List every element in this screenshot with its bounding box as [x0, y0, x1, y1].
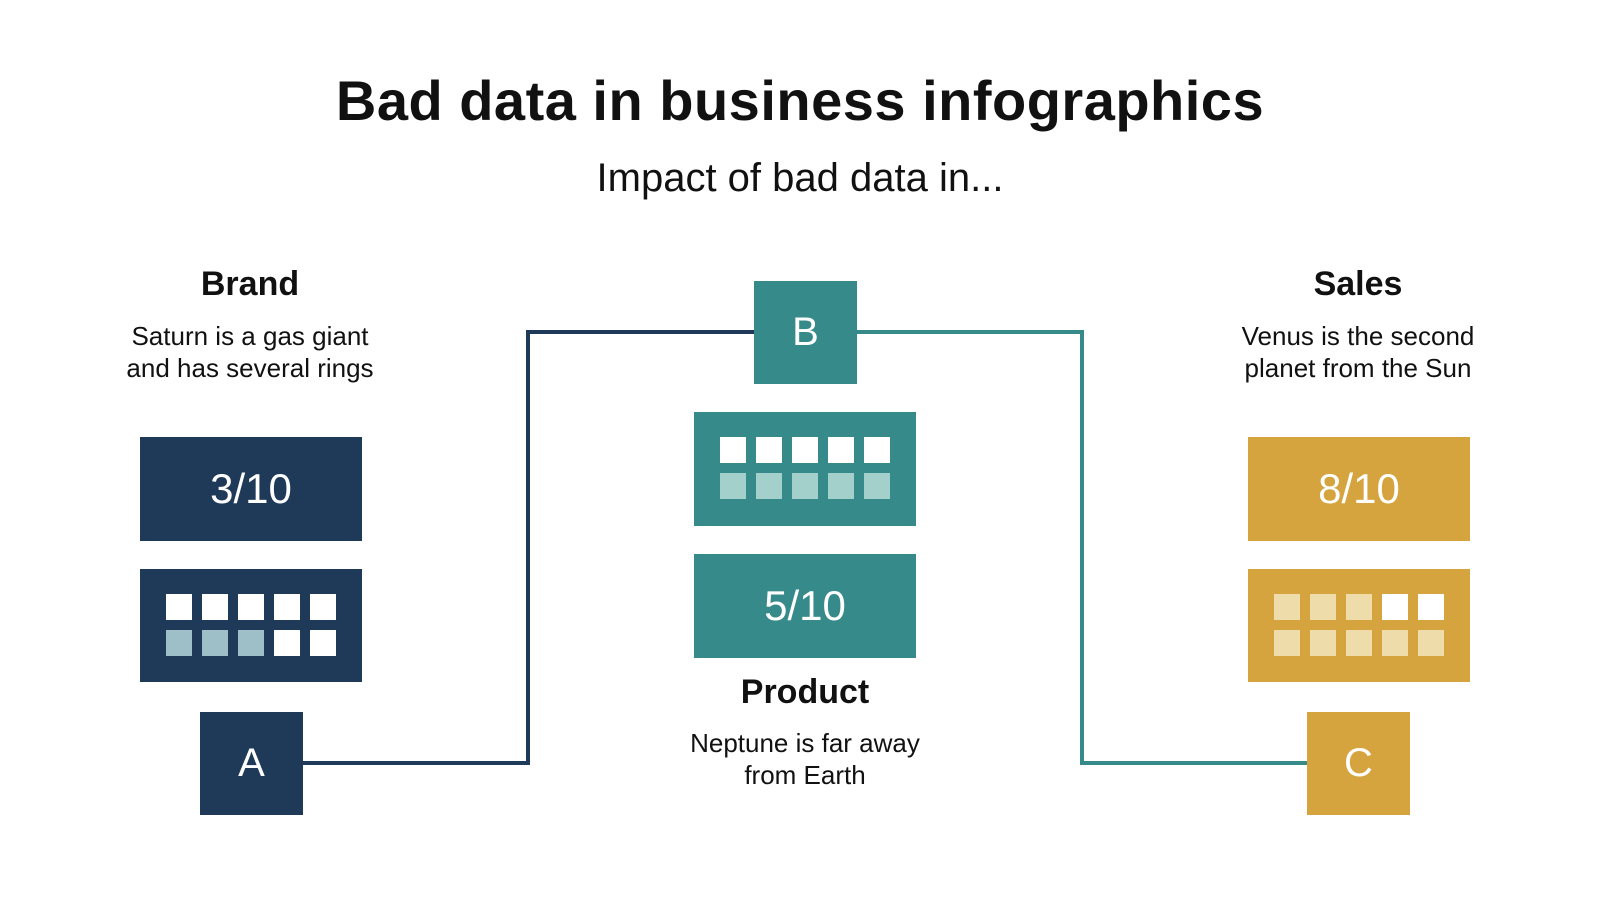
- brand-rating-cell: [274, 630, 300, 656]
- brand-rating-cell: [310, 630, 336, 656]
- sales-rating-cell: [1274, 630, 1300, 656]
- brand-rating-cell: [166, 630, 192, 656]
- brand-score-box: 3/10: [140, 437, 362, 541]
- brand-rating-cell: [310, 594, 336, 620]
- sales-rating-cell: [1382, 630, 1408, 656]
- product-rating-cell: [756, 437, 782, 463]
- sales-letter-box: C: [1307, 712, 1410, 815]
- product-rating-grid: [720, 437, 890, 499]
- product-rating-cell: [828, 437, 854, 463]
- brand-rating-cell: [202, 630, 228, 656]
- sales-score-box: 8/10: [1248, 437, 1470, 541]
- product-letter-box: B: [754, 281, 857, 384]
- product-rating-cell: [792, 437, 818, 463]
- sales-grid-box: [1248, 569, 1470, 682]
- product-rating-cell: [756, 473, 782, 499]
- product-description: Neptune is far away from Earth: [690, 728, 920, 790]
- brand-score-label: 3/10: [210, 465, 292, 512]
- product-grid-box: [694, 412, 916, 526]
- sales-rating-cell: [1310, 630, 1336, 656]
- brand-rating-cell: [202, 594, 228, 620]
- brand-rating-cell: [238, 594, 264, 620]
- product-score-label: 5/10: [764, 582, 846, 629]
- product-rating-cell: [828, 473, 854, 499]
- page-subtitle: Impact of bad data in...: [596, 156, 1004, 200]
- product-rating-cell: [792, 473, 818, 499]
- sales-rating-cell: [1382, 594, 1408, 620]
- product-letter: B: [792, 310, 819, 354]
- sales-rating-cell: [1346, 594, 1372, 620]
- sales-letter: C: [1344, 741, 1373, 785]
- sales-rating-cell: [1418, 594, 1444, 620]
- product-rating-cell: [864, 473, 890, 499]
- brand-rating-grid: [166, 594, 336, 656]
- product-score-box: 5/10: [694, 554, 916, 658]
- brand-letter: A: [238, 741, 265, 785]
- sales-rating-grid: [1274, 594, 1444, 656]
- brand-rating-cell: [238, 630, 264, 656]
- page-title: Bad data in business infographics: [335, 69, 1265, 132]
- brand-title: Brand: [200, 265, 300, 303]
- product-rating-cell: [720, 437, 746, 463]
- product-title: Product: [740, 673, 870, 711]
- brand-rating-cell: [166, 594, 192, 620]
- brand-letter-box: A: [200, 712, 303, 815]
- connector-a-to-b: [300, 330, 755, 765]
- product-rating-cell: [864, 437, 890, 463]
- sales-description: Venus is the second planet from the Sun: [1241, 321, 1475, 383]
- brand-grid-box: [140, 569, 362, 682]
- sales-rating-cell: [1418, 630, 1444, 656]
- brand-rating-cell: [274, 594, 300, 620]
- sales-rating-cell: [1274, 594, 1300, 620]
- product-rating-cell: [720, 473, 746, 499]
- sales-title: Sales: [1313, 265, 1403, 303]
- connector-b-to-c: [855, 330, 1309, 765]
- brand-description: Saturn is a gas giant and has several ri…: [126, 321, 374, 383]
- sales-rating-cell: [1310, 594, 1336, 620]
- sales-rating-cell: [1346, 630, 1372, 656]
- sales-score-label: 8/10: [1318, 465, 1400, 512]
